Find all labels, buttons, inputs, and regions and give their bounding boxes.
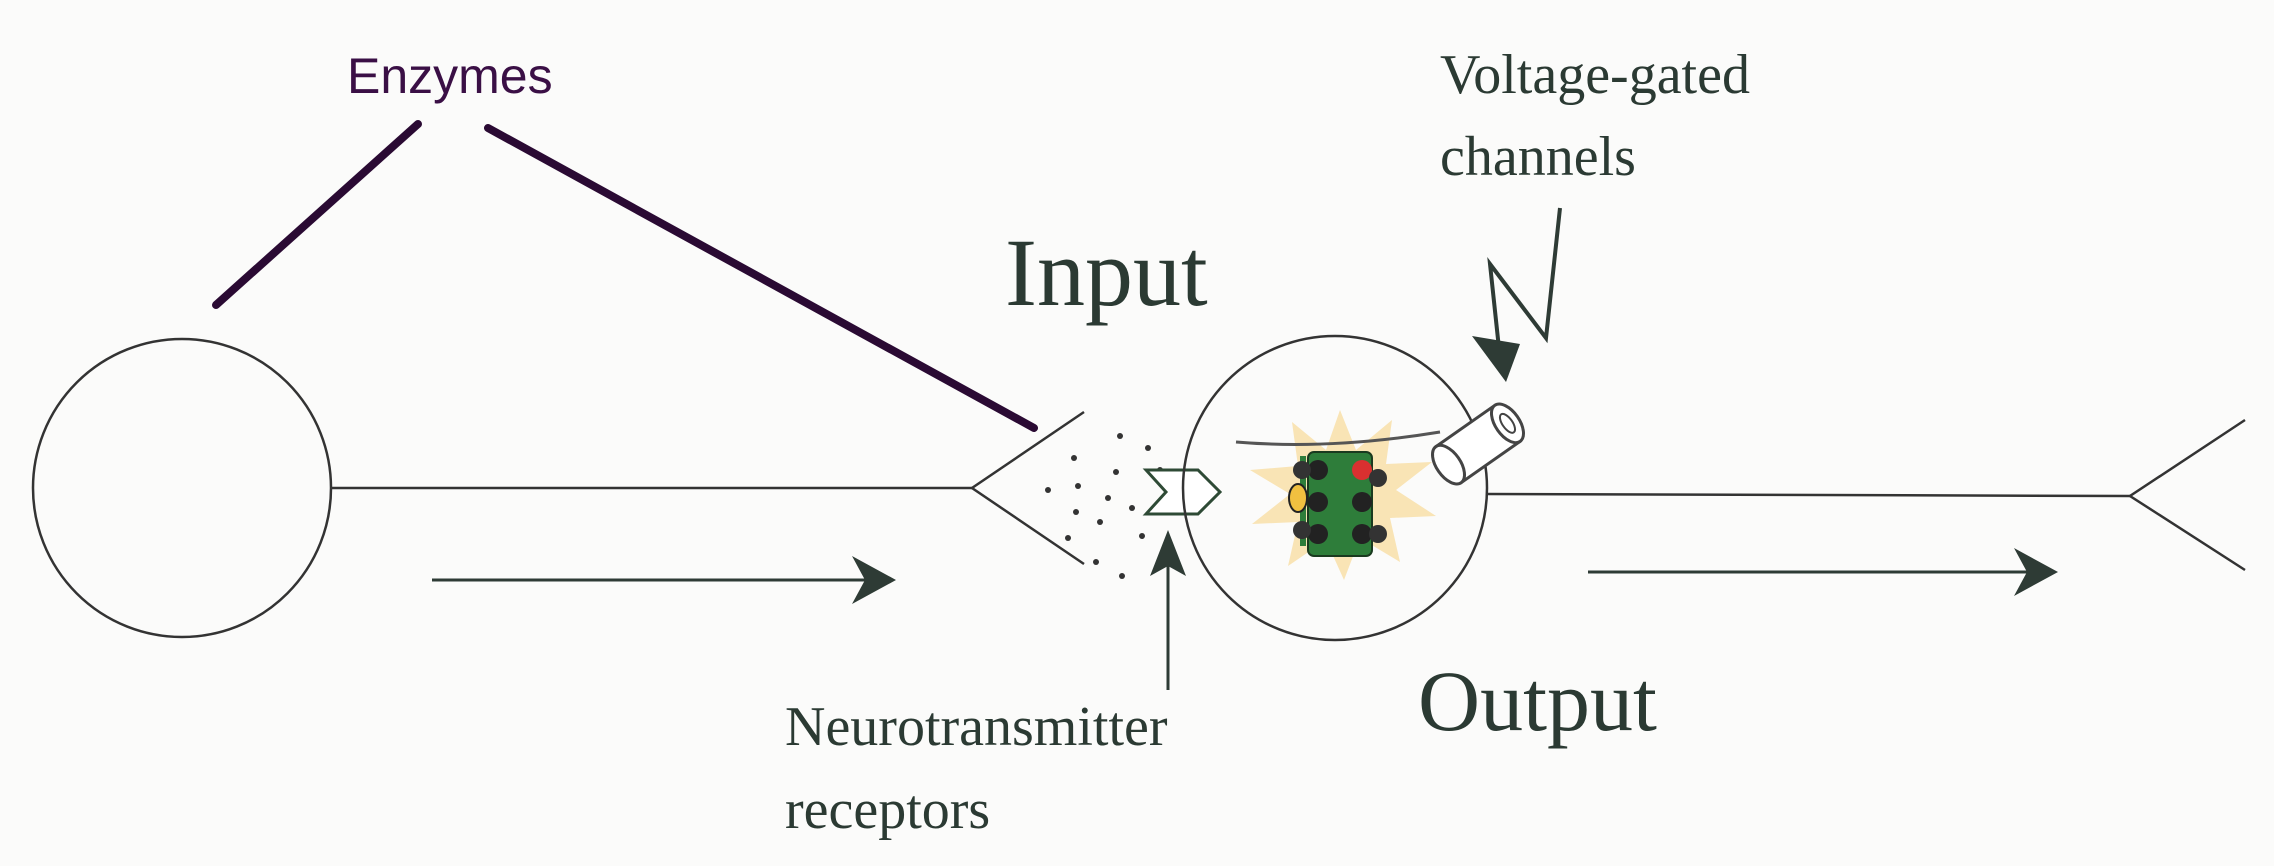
signal-direction-arrow-left [432, 556, 896, 604]
neurotransmitter-molecules [1045, 433, 1163, 579]
traffic-light-icon [1235, 410, 1441, 580]
receptor-pointer-arrow [1150, 530, 1186, 690]
presynaptic-neuron [31, 337, 1085, 639]
presynaptic-cell-body [31, 337, 333, 639]
enzymes-pointer-right [484, 124, 1038, 432]
postsynaptic-axon [1485, 492, 2131, 498]
postsynaptic-neuron [1181, 334, 2246, 642]
enzymes-label: Enzymes [347, 48, 553, 104]
ion-channel-icon [1431, 402, 1525, 486]
presynaptic-terminal [969, 410, 1085, 566]
signal-direction-arrow-right [1588, 548, 2058, 596]
wire [1235, 430, 1441, 446]
receptors-label-line2: receptors [785, 779, 990, 841]
postsynaptic-cell-body [1181, 334, 1489, 642]
input-label: Input [1005, 219, 1208, 326]
receptors-label-line1: Neurotransmitter [785, 696, 1168, 758]
postsynaptic-terminal [2127, 418, 2246, 572]
output-label: Output [1418, 653, 1657, 749]
enzymes-pointer-left [212, 120, 422, 309]
voltage-gated-label-line2: channels [1440, 126, 1636, 188]
voltage-gated-label-line1: Voltage-gated [1440, 44, 1750, 106]
voltage-zigzag-arrow [1472, 207, 1562, 382]
